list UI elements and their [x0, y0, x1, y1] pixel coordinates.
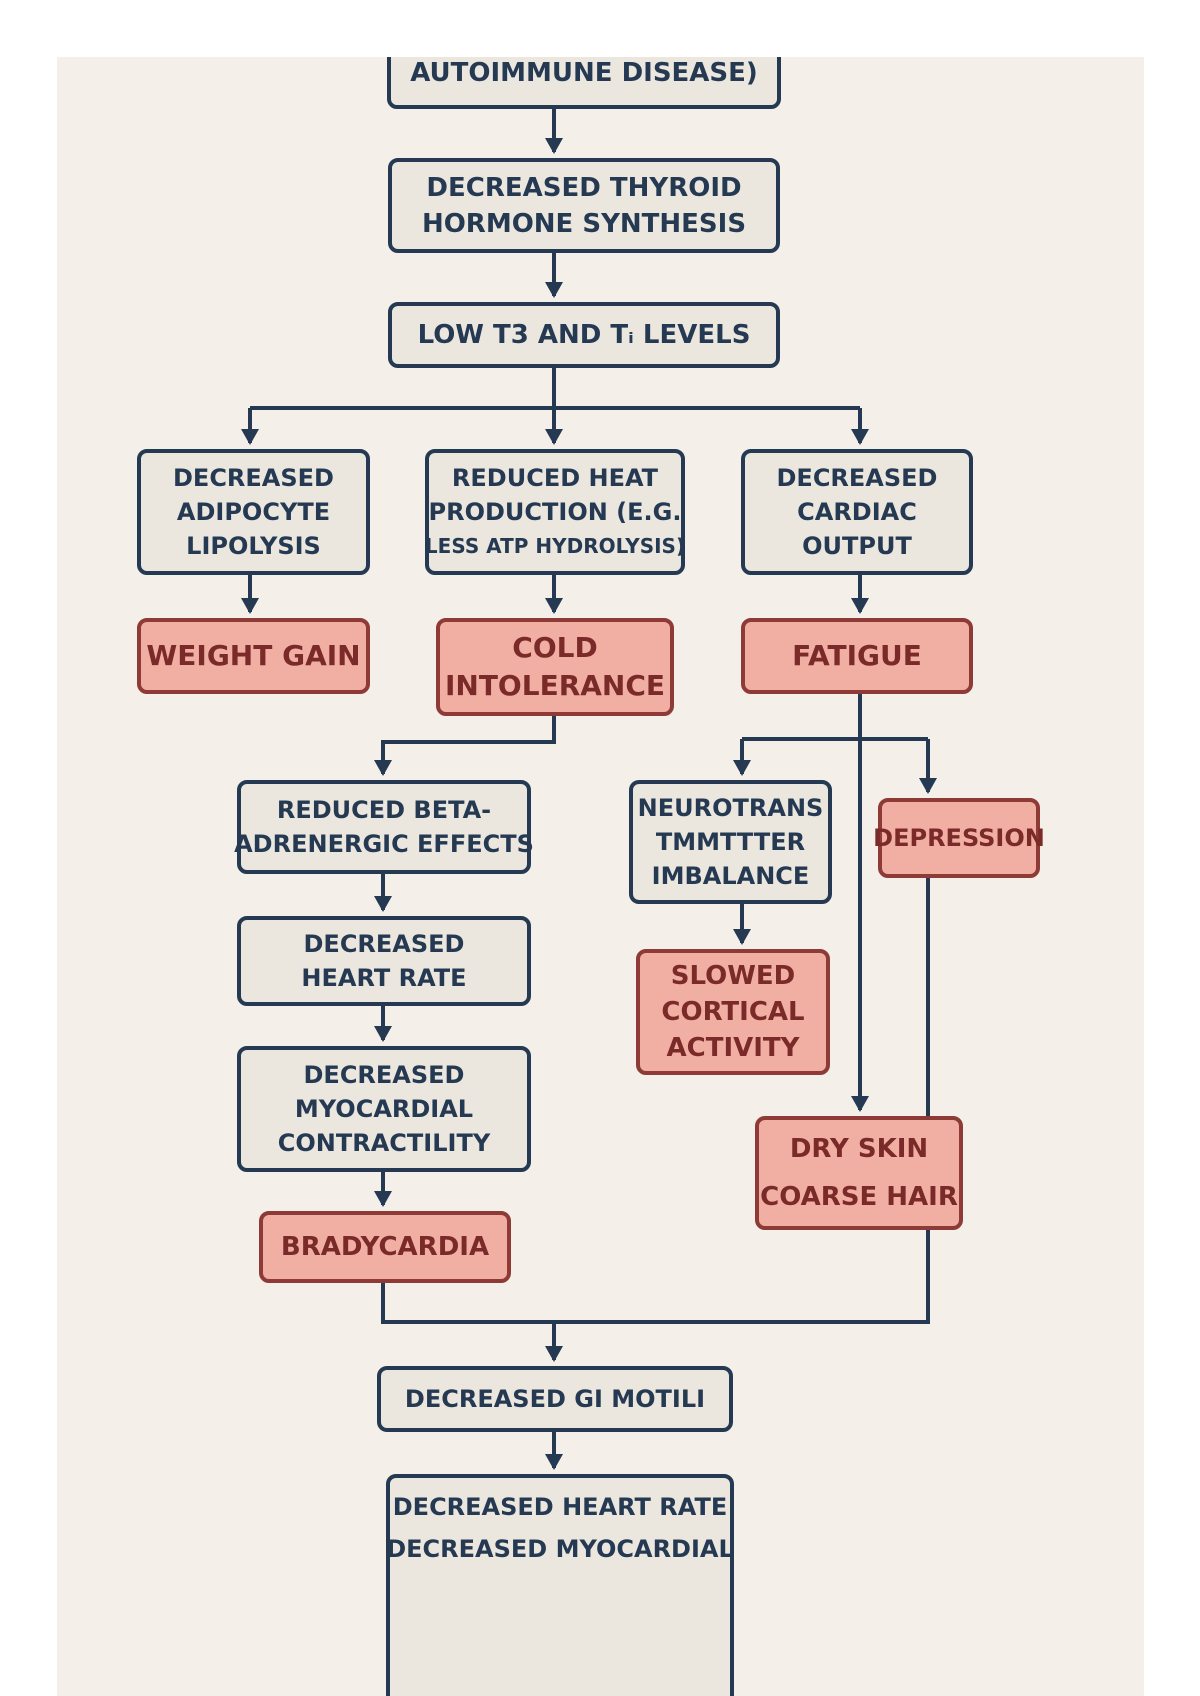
node-reduced-beta-adrenergic-effects-line-2: ADRENERGIC EFFECTS: [234, 830, 534, 858]
node-cold-intolerance-line-1: COLD: [512, 631, 598, 664]
node-decreased-gi-motility-line-1: DECREASED GI MOTILI: [404, 1385, 706, 1413]
node-decreased-heart-rate-myocardial-line-1: DECREASED HEART RATE: [392, 1493, 728, 1521]
node-decreased-hormone-synthesis-line-2: HORMONE SYNTHESIS: [421, 208, 747, 239]
node-dry-skin-coarse-hair-line-2: COARSE HAIR: [760, 1182, 958, 1212]
arrowhead: [545, 138, 563, 154]
node-decreased-hormone-synthesis-line-1: DECREASED THYROID: [426, 172, 742, 203]
node-dry-skin-coarse-hair-line-1: DRY SKIN: [789, 1134, 929, 1164]
arrowhead: [851, 598, 869, 614]
node-decreased-adipocyte-lipolysis-line-3: LIPOLYSIS: [186, 532, 321, 560]
node-reduced-beta-adrenergic-effects: REDUCED BETA- ADRENERGIC EFFECTS: [234, 780, 534, 874]
node-decreased-heart-rate-line-1: DECREASED: [303, 930, 465, 958]
node-decreased-myocardial-contractility: DECREASED MYOCARDIAL CONTRACTILITY: [237, 1046, 531, 1172]
node-decreased-myocardial-contractility-line-1: DECREASED: [303, 1061, 465, 1089]
node-decreased-gi-motility: DECREASED GI MOTILI: [377, 1366, 733, 1432]
node-decreased-cardiac-output: DECREASED CARDIAC OUTPUT: [741, 449, 973, 575]
node-decreased-cardiac-output-line-3: OUTPUT: [802, 532, 912, 560]
node-low-t3-t4-levels: LOW T3 AND Tᵢ LEVELS: [388, 302, 780, 368]
node-slowed-cortical-activity-line-2: CORTICAL: [661, 997, 805, 1027]
node-decreased-cardiac-output-line-2: CARDIAC: [797, 498, 917, 526]
node-low-t3-t4-levels-line-1: LOW T3 AND Tᵢ LEVELS: [417, 320, 751, 350]
node-decreased-heart-rate: DECREASED HEART RATE: [237, 916, 531, 1006]
arrowhead: [545, 598, 563, 614]
node-fatigue-line-1: FATIGUE: [792, 639, 922, 672]
node-slowed-cortical-activity: SLOWED CORTICAL ACTIVITY: [636, 949, 830, 1075]
node-cold-intolerance-line-2: INTOLERANCE: [444, 669, 666, 702]
node-neurotransmitter-imbalance: NEUROTRANS TMMTTTER IMBALANCE: [629, 780, 832, 904]
arrowhead: [241, 598, 259, 614]
arrowhead: [545, 282, 563, 298]
arrowhead: [851, 429, 869, 445]
node-decreased-cardiac-output-line-1: DECREASED: [776, 464, 938, 492]
arrowhead: [733, 760, 751, 776]
node-depression: DEPRESSION: [873, 798, 1045, 878]
node-slowed-cortical-activity-line-1: SLOWED: [670, 961, 796, 991]
arrowhead: [545, 1454, 563, 1470]
node-reduced-heat-production-line-1: REDUCED HEAT: [451, 464, 659, 492]
node-autoimmune-disease-line-1: AUTOIMMUNE DISEASE): [410, 58, 758, 88]
connector-line: [381, 716, 556, 774]
node-reduced-heat-production-line-2: PRODUCTION (E.G.: [428, 498, 682, 526]
node-weight-gain-line-1: WEIGHT GAIN: [146, 639, 361, 672]
connector-line: [381, 1230, 930, 1324]
connector-lines: [241, 109, 937, 1470]
arrowhead: [374, 760, 392, 776]
node-reduced-heat-production-line-3: LESS ATP HYDROLYSIS): [424, 534, 686, 558]
node-decreased-heart-rate-line-2: HEART RATE: [301, 964, 467, 992]
arrowhead: [374, 1026, 392, 1042]
node-reduced-beta-adrenergic-effects-line-1: REDUCED BETA-: [276, 796, 492, 824]
arrowhead: [374, 1191, 392, 1207]
node-decreased-adipocyte-lipolysis: DECREASED ADIPOCYTE LIPOLYSIS: [137, 449, 370, 575]
node-neurotransmitter-imbalance-line-2: TMMTTTER: [655, 828, 806, 856]
arrowhead: [545, 1346, 563, 1362]
arrowhead: [851, 1096, 869, 1112]
node-slowed-cortical-activity-line-3: ACTIVITY: [666, 1033, 800, 1063]
node-neurotransmitter-imbalance-line-3: IMBALANCE: [651, 862, 810, 890]
arrowhead: [374, 896, 392, 912]
node-decreased-adipocyte-lipolysis-line-1: DECREASED: [173, 464, 334, 492]
node-decreased-adipocyte-lipolysis-line-2: ADIPOCYTE: [176, 498, 331, 526]
flowchart-canvas: AUTOIMMUNE DISEASE) DECREASED THYROID HO…: [57, 57, 1144, 1696]
node-bradycardia: BRADYCARDIA: [259, 1211, 511, 1283]
arrowhead: [919, 778, 937, 794]
node-decreased-myocardial-contractility-line-3: CONTRACTILITY: [277, 1129, 491, 1157]
arrowhead: [241, 429, 259, 445]
arrowhead: [545, 429, 563, 445]
node-bradycardia-line-1: BRADYCARDIA: [280, 1232, 490, 1262]
arrowhead: [733, 929, 751, 945]
node-decreased-myocardial-contractility-line-2: MYOCARDIAL: [294, 1095, 474, 1123]
node-fatigue: FATIGUE: [741, 618, 973, 694]
node-decreased-heart-rate-myocardial-line-2: DECREASED MYOCARDIAL: [386, 1535, 734, 1563]
node-decreased-hormone-synthesis: DECREASED THYROID HORMONE SYNTHESIS: [388, 158, 780, 253]
node-dry-skin-coarse-hair: DRY SKIN COARSE HAIR: [755, 1116, 963, 1230]
node-weight-gain: WEIGHT GAIN: [137, 618, 370, 694]
node-neurotransmitter-imbalance-line-1: NEUROTRANS: [637, 794, 824, 822]
node-reduced-heat-production: REDUCED HEAT PRODUCTION (E.G. LESS ATP H…: [425, 449, 685, 575]
node-decreased-heart-rate-myocardial: DECREASED HEART RATE DECREASED MYOCARDIA…: [386, 1474, 734, 1696]
node-depression-line-1: DEPRESSION: [873, 824, 1045, 852]
node-autoimmune-disease: AUTOIMMUNE DISEASE): [387, 57, 781, 109]
node-cold-intolerance: COLD INTOLERANCE: [436, 618, 674, 716]
